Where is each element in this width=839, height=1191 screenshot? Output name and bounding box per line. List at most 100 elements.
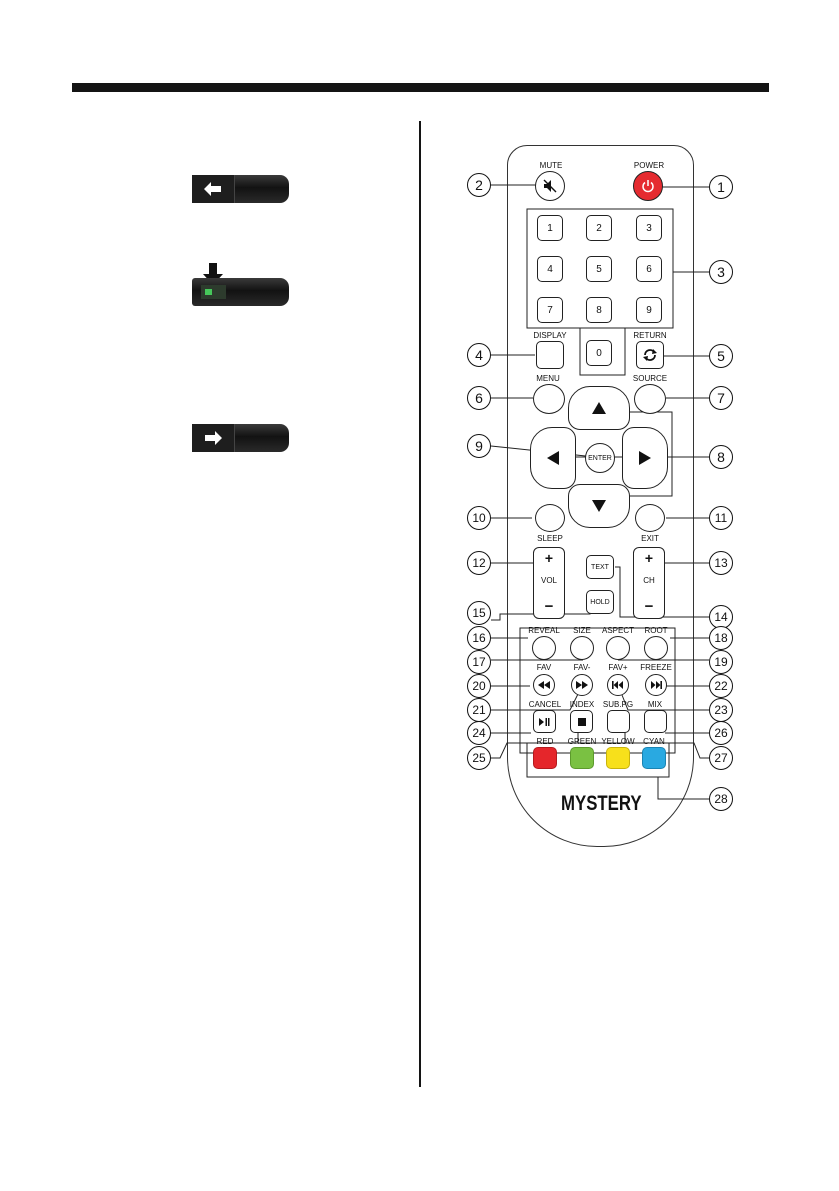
root-button[interactable] (644, 636, 668, 660)
enter-button[interactable]: ENTER (585, 443, 615, 473)
mix-button[interactable] (644, 710, 667, 733)
return-icon (643, 349, 657, 361)
reveal-button[interactable] (532, 636, 556, 660)
subpage-label: SUB.PG (602, 700, 634, 709)
callout-18: 18 (709, 626, 733, 650)
previous-button[interactable] (607, 674, 629, 696)
callout-1: 1 (709, 175, 733, 199)
arrow-right-icon (639, 451, 651, 465)
text-button[interactable]: TEXT (586, 555, 614, 579)
red-label: RED (536, 737, 554, 746)
digit-3-button[interactable]: 3 (636, 215, 662, 241)
digit-5-button[interactable]: 5 (586, 256, 612, 282)
exit-label: EXIT (641, 534, 659, 543)
mute-label: MUTE (539, 161, 563, 170)
header-rule (72, 83, 769, 92)
callout-3: 3 (709, 260, 733, 284)
callout-11: 11 (709, 506, 733, 530)
play-pause-button[interactable] (533, 710, 556, 733)
down-button[interactable] (568, 484, 630, 528)
callout-10: 10 (467, 506, 491, 530)
sleep-button[interactable] (535, 504, 565, 532)
cyan-label: CYAN (643, 737, 665, 746)
mute-icon (543, 179, 557, 193)
sleep-label: SLEEP (537, 534, 563, 543)
callout-12: 12 (467, 551, 491, 575)
column-divider (419, 121, 421, 1087)
callout-6: 6 (467, 386, 491, 410)
volume-down-button[interactable]: − (544, 598, 554, 615)
digit-7-button[interactable]: 7 (537, 297, 563, 323)
exit-button[interactable] (635, 504, 665, 532)
cyan-button[interactable] (642, 747, 666, 769)
digit-4-button[interactable]: 4 (537, 256, 563, 282)
left-button[interactable] (530, 427, 576, 489)
up-button[interactable] (568, 386, 630, 430)
arrow-left-icon (547, 451, 559, 465)
usb-dongle-remove (192, 175, 289, 203)
menu-label: MENU (536, 374, 560, 383)
channel-rocker[interactable]: + CH − (633, 547, 665, 619)
index-label: INDEX (569, 700, 595, 709)
digit-9-button[interactable]: 9 (636, 297, 662, 323)
stop-button[interactable] (570, 710, 593, 733)
yellow-button[interactable] (606, 747, 630, 769)
volume-rocker[interactable]: + VOL − (533, 547, 565, 619)
channel-down-button[interactable]: − (644, 598, 654, 615)
rewind-button[interactable] (533, 674, 555, 696)
digit-6-button[interactable]: 6 (636, 256, 662, 282)
callout-21: 21 (467, 698, 491, 722)
root-label: ROOT (644, 626, 668, 635)
callout-4: 4 (467, 343, 491, 367)
channel-up-button[interactable]: + (644, 550, 654, 566)
power-button[interactable] (633, 171, 663, 201)
fav-label: FAV (536, 663, 552, 672)
fast-forward-icon (576, 681, 588, 689)
callout-23: 23 (709, 698, 733, 722)
fast-forward-button[interactable] (571, 674, 593, 696)
skip-next-icon (651, 681, 662, 689)
right-button[interactable] (622, 427, 668, 489)
aspect-label: ASPECT (601, 626, 635, 635)
callout-19: 19 (709, 650, 733, 674)
stop-icon (577, 717, 586, 726)
volume-up-button[interactable]: + (544, 550, 554, 566)
display-button[interactable] (536, 341, 564, 369)
display-label: DISPLAY (533, 331, 567, 340)
digit-8-button[interactable]: 8 (586, 297, 612, 323)
digit-0-button[interactable]: 0 (586, 340, 612, 366)
yellow-label: YELLOW (601, 737, 635, 746)
source-button[interactable] (634, 384, 666, 414)
mute-button[interactable] (535, 171, 565, 201)
callout-27: 27 (709, 746, 733, 770)
arrow-up-icon (592, 402, 606, 414)
size-button[interactable] (570, 636, 594, 660)
hold-button[interactable]: HOLD (586, 590, 614, 614)
callout-5: 5 (709, 344, 733, 368)
green-button[interactable] (570, 747, 594, 769)
return-label: RETURN (633, 331, 667, 340)
play-pause-icon (539, 717, 550, 726)
rewind-icon (538, 681, 550, 689)
power-icon (642, 180, 654, 193)
callout-28: 28 (709, 787, 733, 811)
channel-label: CH (643, 576, 655, 585)
fav-plus-label: FAV+ (608, 663, 628, 672)
digit-1-button[interactable]: 1 (537, 215, 563, 241)
power-label: POWER (633, 161, 665, 170)
return-button[interactable] (636, 341, 664, 369)
arrow-down-icon (592, 500, 606, 512)
aspect-button[interactable] (606, 636, 630, 660)
menu-button[interactable] (533, 384, 565, 414)
source-label: SOURCE (632, 374, 668, 383)
usb-port-icon (201, 285, 226, 299)
subpage-button[interactable] (607, 710, 630, 733)
digit-2-button[interactable]: 2 (586, 215, 612, 241)
callout-22: 22 (709, 674, 733, 698)
next-button[interactable] (645, 674, 667, 696)
callout-24: 24 (467, 721, 491, 745)
red-button[interactable] (533, 747, 557, 769)
skip-previous-icon (612, 681, 623, 689)
brand-logo: MYSTERY (561, 792, 642, 815)
